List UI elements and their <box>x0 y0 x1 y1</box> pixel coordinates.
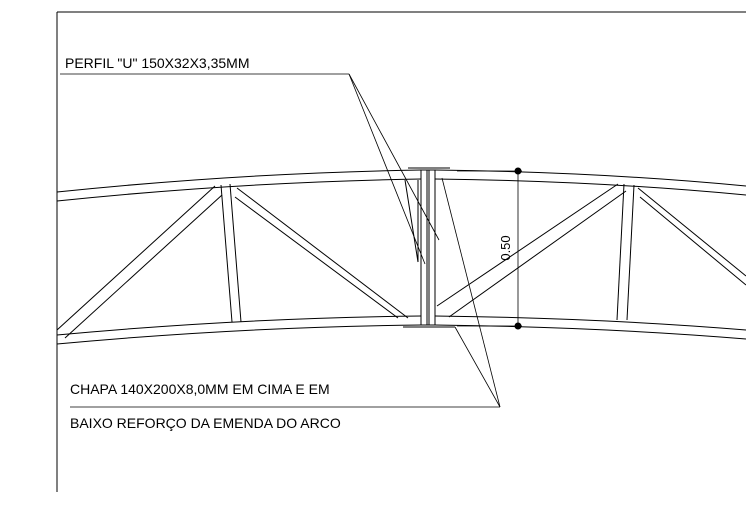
dimension-height: 0.50 <box>457 167 522 330</box>
dimension-tick-bottom <box>514 322 522 330</box>
dimension-tick-top <box>514 167 522 175</box>
chapa-leader <box>70 177 501 408</box>
truss-web-right <box>436 183 746 321</box>
splice-u-profile <box>420 169 436 326</box>
top-chord-left <box>56 169 422 202</box>
top-chord-right <box>434 169 746 196</box>
perfil-callout-label: PERFIL "U" 150X32X3,35MM <box>65 55 250 71</box>
perfil-leader <box>60 73 440 265</box>
chapa-callout-line1: CHAPA 140X200X8,0MM EM CIMA E EM <box>70 381 330 397</box>
bottom-chord-left <box>56 315 422 345</box>
chapa-callout-line2: BAIXO REFORÇO DA EMENDA DO ARCO <box>70 415 341 431</box>
drawing-border <box>56 11 746 492</box>
dimension-label: 0.50 <box>498 235 513 260</box>
truss-web-left <box>56 179 419 339</box>
splice-plates <box>403 167 455 328</box>
